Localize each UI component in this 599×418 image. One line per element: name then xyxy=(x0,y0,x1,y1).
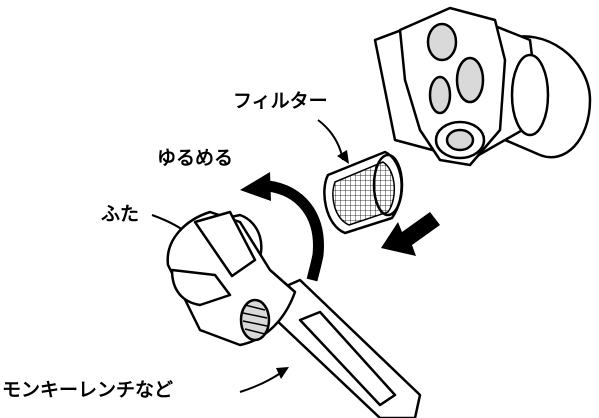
nut-facet-2 xyxy=(455,56,485,104)
pipe-ring xyxy=(510,53,550,137)
wrench-gear-lines xyxy=(242,304,268,335)
wrench-jaw-upper xyxy=(193,210,257,278)
wrench-leader-line xyxy=(239,371,283,393)
nut-facet-1 xyxy=(426,22,458,62)
loosen-arrowhead xyxy=(240,172,271,201)
wrench-label: モンキーレンチなど xyxy=(2,379,174,401)
wrench-jaw-lower xyxy=(170,268,232,307)
wrench-handle-slot xyxy=(298,310,397,407)
filter-rim xyxy=(372,153,404,217)
filter-label: フィルター xyxy=(233,90,328,112)
loosen-label: ゆるめる xyxy=(157,147,234,169)
loosen-arrow xyxy=(267,180,324,282)
filter-leader-arrow xyxy=(337,150,349,164)
cap-label: ふた xyxy=(101,203,140,225)
wrench xyxy=(166,210,422,418)
nut-facet-3 xyxy=(428,75,452,115)
pipe-opening-inner xyxy=(445,128,475,152)
hex-nut xyxy=(398,6,507,167)
filter-leader-line xyxy=(317,119,344,161)
insert-direction-arrow xyxy=(381,212,440,256)
faucet-pipe xyxy=(373,6,592,167)
filter-part xyxy=(323,150,404,235)
wrench-leader-arrow xyxy=(276,367,289,379)
